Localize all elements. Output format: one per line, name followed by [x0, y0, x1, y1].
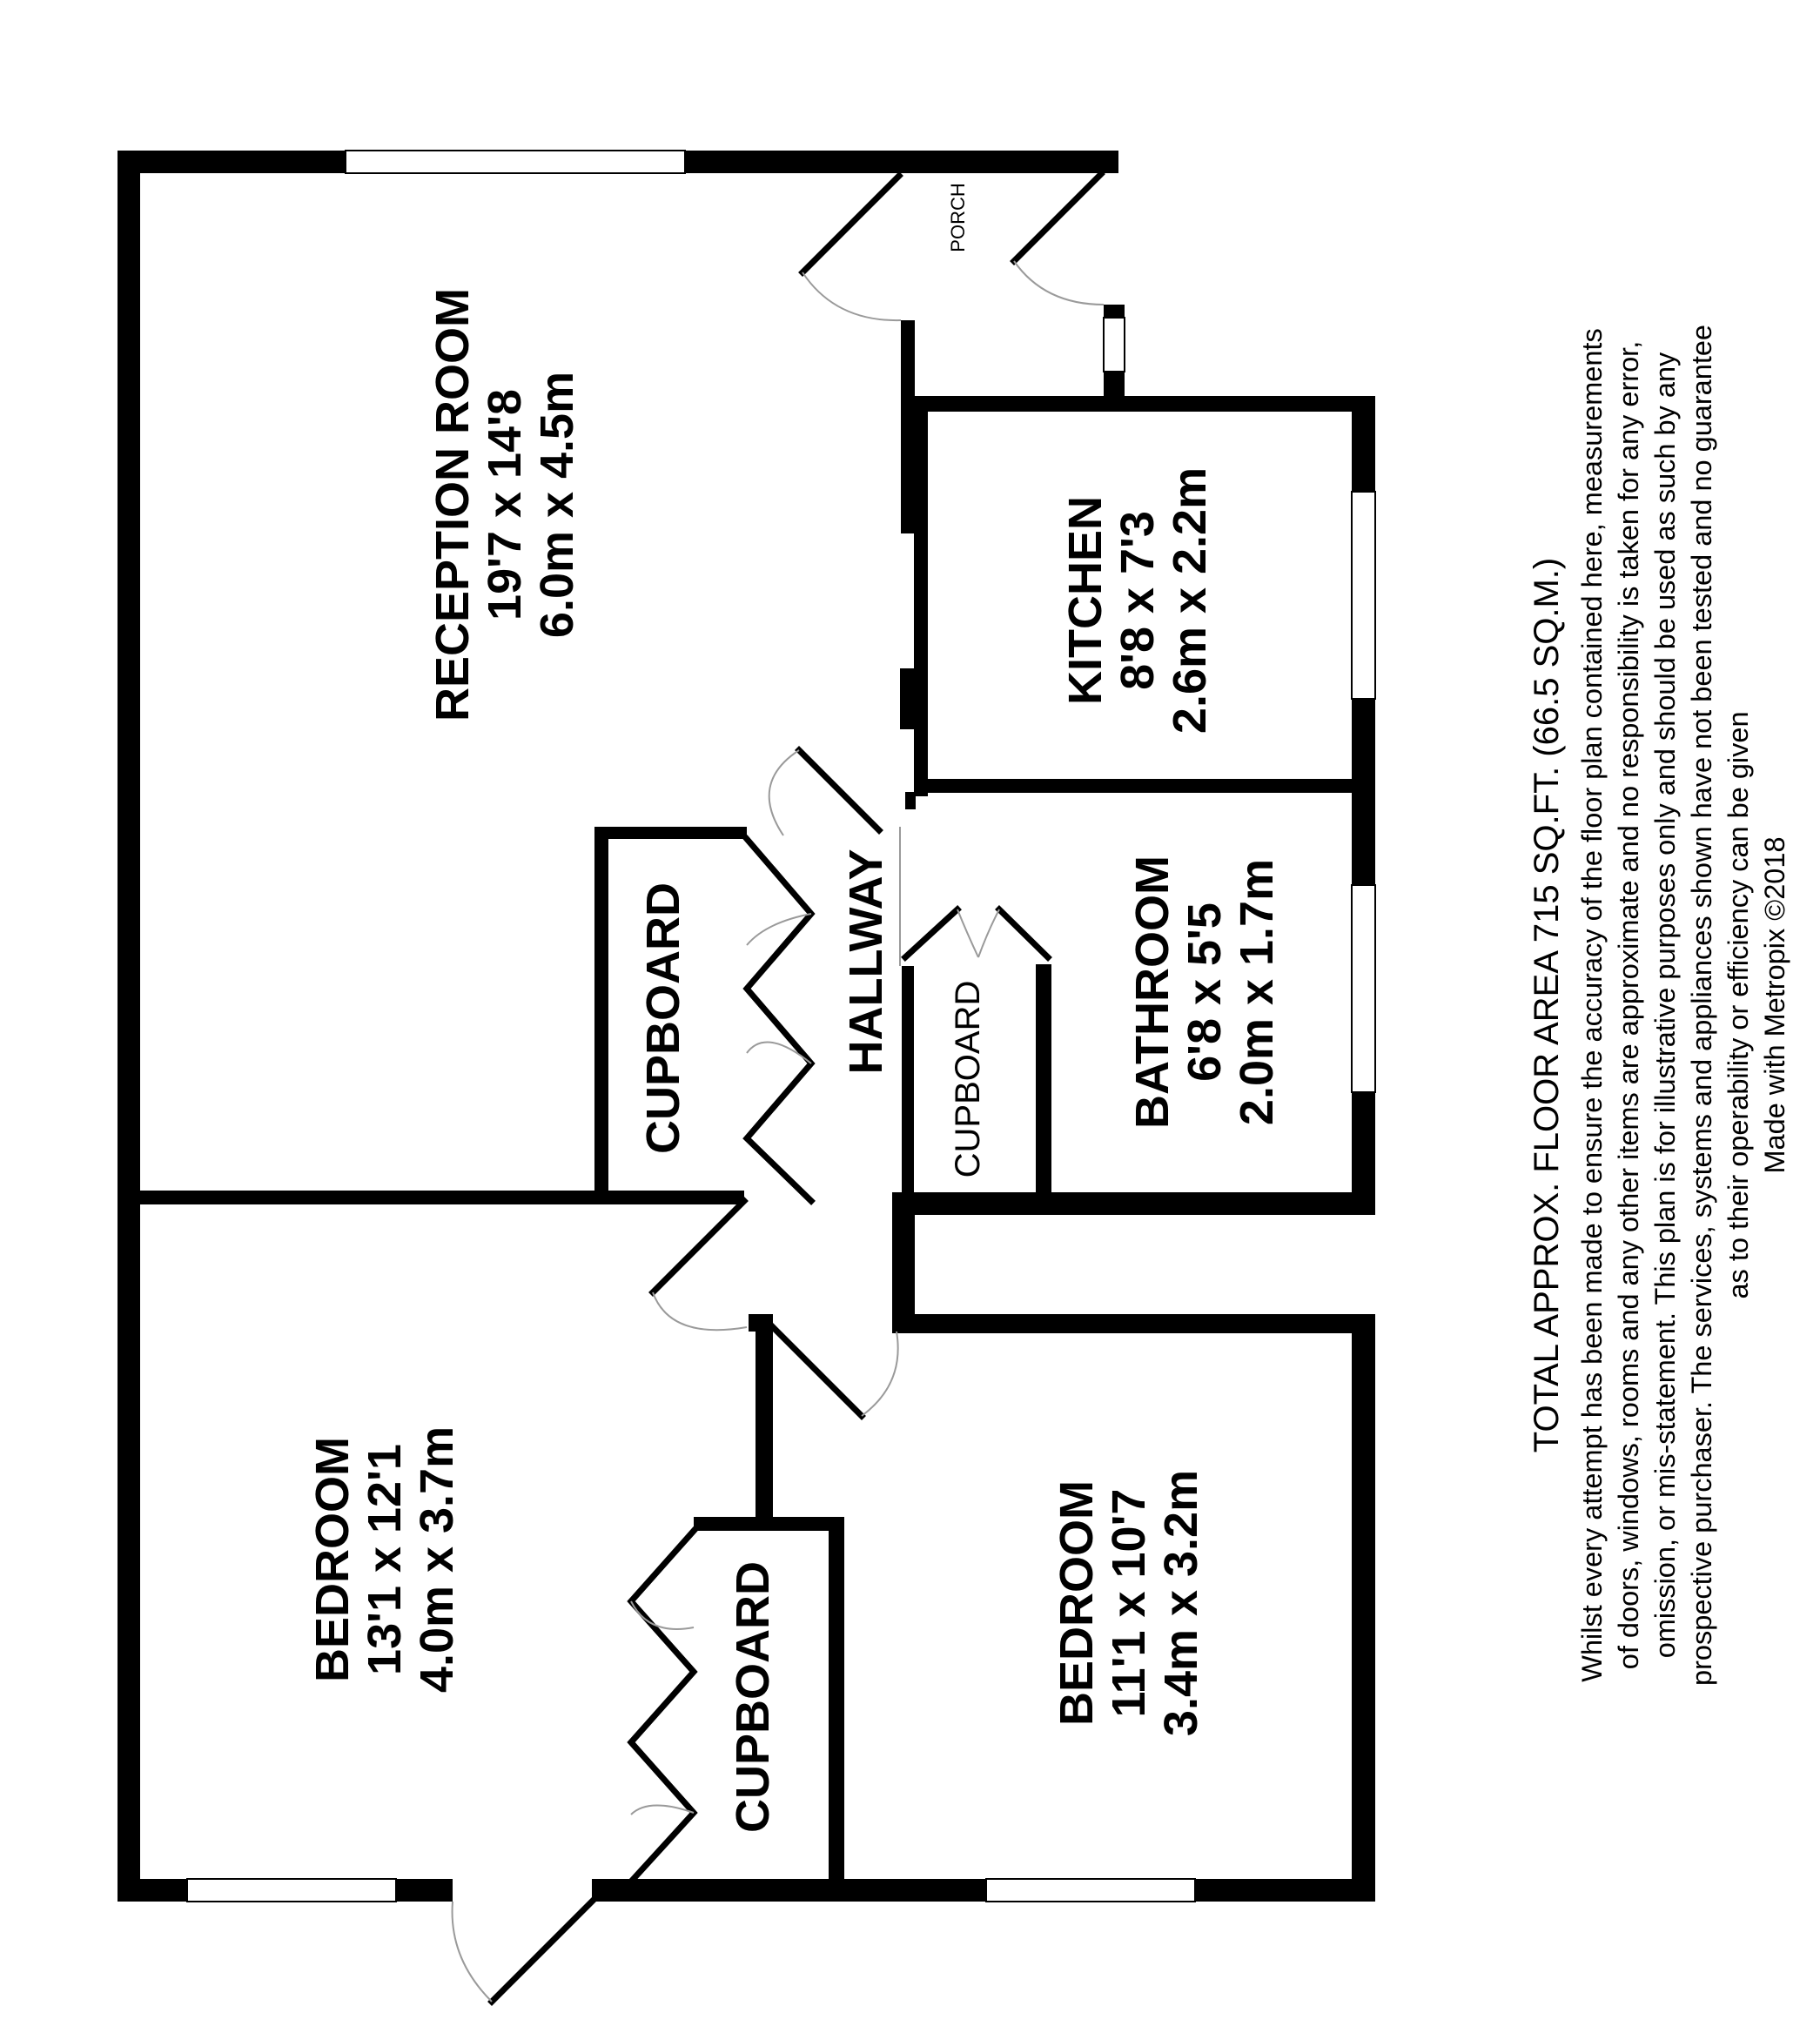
doors [451, 170, 1105, 2006]
wall-reception-east-upper [901, 320, 915, 533]
kitchen-metric: 2.6m x 2.2m [1164, 467, 1216, 734]
kitchen-name: KITCHEN [1059, 496, 1111, 705]
disclaimer-line-1: Whilst every attempt has been made to en… [1576, 328, 1608, 1681]
windows [186, 150, 1376, 1902]
label-bathroom: BATHROOM 6'8 x 5'5 2.0m x 1.7m [1126, 855, 1283, 1129]
wall-reception-bedroom [118, 1191, 744, 1204]
wall-porch-kitchen [914, 396, 1375, 412]
window-kitchen [1351, 491, 1376, 700]
label-cupboard-reception: CUPBOARD [637, 882, 689, 1154]
window-reception [345, 150, 686, 174]
reception-name: RECEPTION ROOM [426, 288, 479, 721]
disclaimer-line-2: of doors, windows, rooms and any other i… [1613, 341, 1644, 1669]
label-reception: RECEPTION ROOM 19'7 x 14'8 6.0m x 4.5m [426, 288, 583, 721]
bathroom-imperial: 6'8 x 5'5 [1179, 902, 1231, 1082]
wall-cupboard-rec-left [594, 827, 608, 1201]
label-porch: PORCH [947, 183, 969, 252]
bathroom-name: BATHROOM [1126, 855, 1179, 1129]
wall-bath-cupboard-left [902, 966, 914, 1201]
cupboard-bedroom-name: CUPBOARD [727, 1561, 779, 1833]
bedroom-right-metric: 3.4m x 3.2m [1155, 1470, 1207, 1736]
window-bathroom [1351, 884, 1376, 1093]
label-bedroom-left: BEDROOM 13'1 x 12'1 4.0m x 3.7m [306, 1426, 463, 1693]
disclaimer-line-5: as to their operability or efficiency ca… [1723, 711, 1754, 1298]
wall-bathroom-bottom [902, 1192, 1375, 1215]
window-bedroom-right [985, 1878, 1196, 1902]
footer: TOTAL APPROX. FLOOR AREA 715 SQ.FT. (66.… [1528, 325, 1790, 1686]
wall-bedrooms-divider-post [749, 1314, 773, 1332]
wall-bedroom-cupboard-top [694, 1517, 842, 1531]
reception-metric: 6.0m x 4.5m [531, 372, 583, 638]
disclaimer-line-4: prospective purchaser. The services, sys… [1686, 325, 1717, 1686]
bedroom-left-name: BEDROOM [306, 1437, 359, 1682]
wall-reception-east-stub [900, 668, 917, 729]
wall-hall-right [905, 792, 916, 809]
wall-hall-stub [892, 1192, 915, 1318]
wall-left [118, 151, 140, 1902]
bathroom-metric: 2.0m x 1.7m [1231, 859, 1283, 1125]
disclaimer-line-3: omission, or mis-statement. This plan is… [1649, 352, 1681, 1658]
wall-bedroom-right-top [892, 1314, 1375, 1333]
disclaimer-line-6: Made with Metropix ©2018 [1759, 836, 1790, 1173]
label-kitchen: KITCHEN 8'8 x 7'3 2.6m x 2.2m [1059, 467, 1216, 734]
window-bedroom-left [186, 1878, 397, 1902]
label-cupboard-bathroom: CUPBOARD [949, 981, 987, 1178]
bedroom-left-imperial: 13'1 x 12'1 [359, 1444, 411, 1675]
wall-bottom-right [592, 1879, 1375, 1902]
hallway-name: HALLWAY [840, 849, 892, 1074]
cupboard-reception-name: CUPBOARD [637, 882, 689, 1154]
label-cupboard-bedroom: CUPBOARD [727, 1561, 779, 1833]
bedroom-right-name: BEDROOM [1051, 1480, 1103, 1726]
wall-bedrooms-divider-upper [756, 1317, 773, 1526]
floor-area: TOTAL APPROX. FLOOR AREA 715 SQ.FT. (66.… [1528, 558, 1566, 1452]
porch-name: PORCH [947, 183, 969, 252]
wall-cupboard-rec-top [594, 827, 747, 839]
wall-bath-cupboard-right [1036, 964, 1051, 1199]
wall-bedroom-cupboard-right [829, 1517, 844, 1902]
window-porch [1103, 317, 1125, 372]
wall-kitchen-bathroom [914, 779, 1375, 793]
reception-imperial: 19'7 x 14'8 [479, 389, 531, 621]
label-bedroom-right: BEDROOM 11'1 x 10'7 3.4m x 3.2m [1051, 1470, 1207, 1736]
kitchen-imperial: 8'8 x 7'3 [1111, 511, 1164, 690]
wall-kitchen-left [914, 396, 928, 796]
room-labels: RECEPTION ROOM 19'7 x 14'8 6.0m x 4.5m K… [306, 183, 1283, 1833]
bedroom-left-metric: 4.0m x 3.7m [411, 1426, 463, 1693]
label-hallway: HALLWAY [840, 849, 892, 1074]
bedroom-right-imperial: 11'1 x 10'7 [1103, 1489, 1155, 1718]
wall-bedroom-right-right [1352, 1314, 1375, 1902]
cupboard-bathroom-name: CUPBOARD [949, 981, 987, 1178]
